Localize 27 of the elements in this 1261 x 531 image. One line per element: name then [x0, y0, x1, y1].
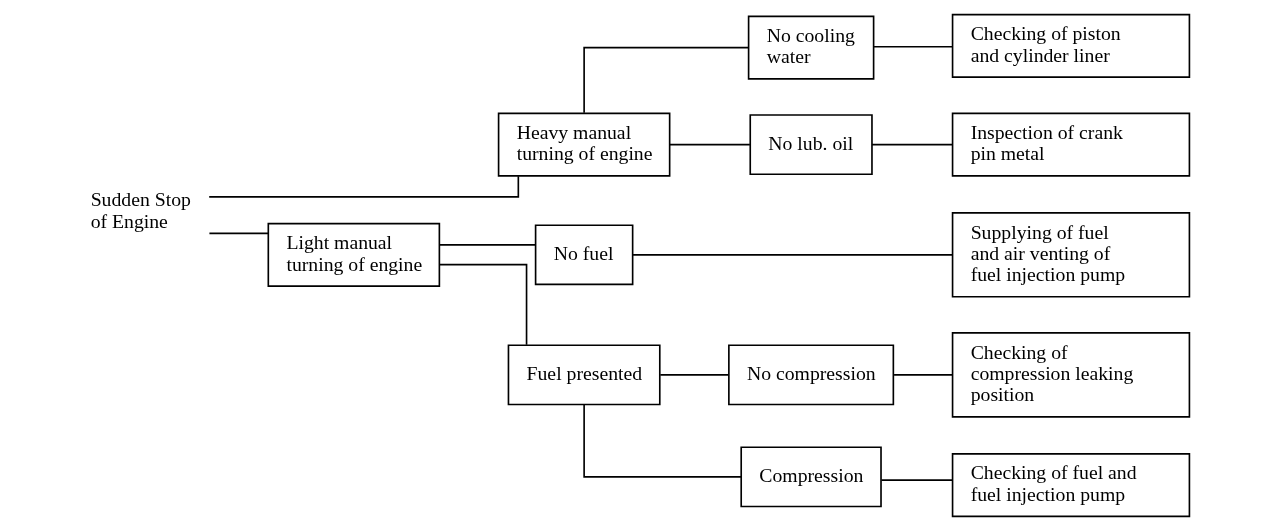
node-box: Inspection of crank pin metal — [951, 112, 1190, 177]
connector — [668, 143, 751, 146]
connector — [438, 244, 536, 246]
node-box: Compression — [739, 446, 882, 508]
node-box: Supplying of fuel and air venting of fuel injection pump — [951, 212, 1190, 298]
connector — [208, 232, 269, 235]
node-box: Checking of fuel and fuel injection pump — [951, 453, 1190, 518]
node-box: No cooling water — [747, 15, 874, 80]
connector — [438, 263, 527, 346]
node-box: Heavy manual turning of engine — [497, 112, 670, 177]
connector — [872, 45, 953, 48]
connector — [207, 175, 519, 198]
connector — [582, 404, 742, 478]
connector — [892, 374, 953, 376]
node-box: No fuel — [534, 224, 633, 286]
node-box: Fuel presented — [507, 344, 661, 406]
node-text: Sudden Stop of Engine — [90, 188, 191, 232]
connector — [880, 479, 953, 481]
connector — [659, 374, 729, 376]
node-box: Light manual turning of engine — [267, 222, 440, 287]
node-box: No lub. oil — [748, 114, 873, 176]
node-box: No compression — [727, 344, 894, 406]
connector — [631, 254, 953, 256]
connector — [870, 143, 953, 146]
connector — [582, 46, 749, 114]
node-box: Checking of compression leaking position — [951, 332, 1190, 418]
node-box: Checking of piston and cylinder liner — [951, 13, 1190, 78]
